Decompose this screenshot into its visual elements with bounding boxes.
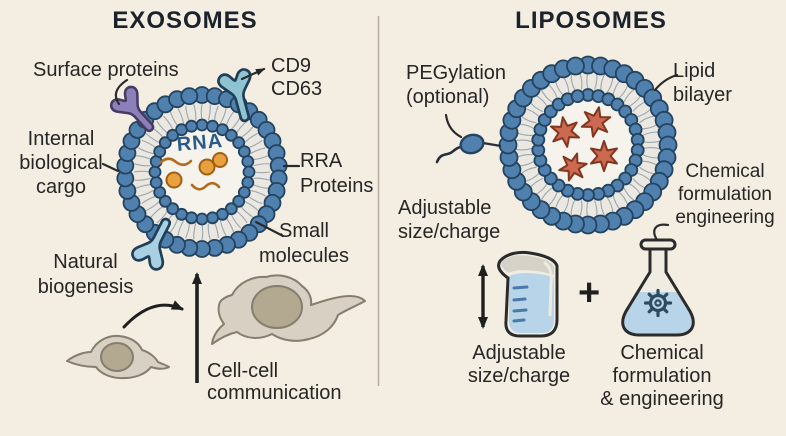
exosome-vesicle (107, 66, 288, 273)
liposome-outer-membrane (498, 55, 678, 235)
left-pointer-lines (101, 67, 301, 238)
pegylation-label: PEGylation (optional) (406, 62, 507, 108)
cd9-arrow (240, 67, 266, 81)
surface-proteins-label: Surface proteins (33, 59, 179, 81)
small-cell-icon (66, 334, 170, 380)
small-molecule-icon (165, 152, 228, 189)
surface-proteins-pointer (114, 78, 129, 106)
small-molecules-label: Small molecules (258, 220, 350, 267)
rna-label: RNA (175, 130, 224, 156)
cd9-line: CD9 (271, 55, 312, 77)
drug-cargo-stars-icon (550, 106, 618, 182)
cell-cell-communication-label: Cell-cell communication (207, 360, 342, 404)
cd63-line: CD63 (271, 78, 323, 100)
cd9-cd63-label: CD9 CD63 (271, 55, 322, 101)
chem-formulation-eng-bottom-label: Chemical formulation & engineering (600, 342, 724, 410)
curved-arrow-icon (122, 300, 184, 329)
large-cell-icon (211, 274, 366, 345)
chem-formulation-eng-top-label: Chemical formulation engineering (675, 161, 775, 228)
adjustable-size-charge-top-label: Adjustable size/charge (398, 197, 501, 243)
exosomes-title: EXOSOMES (112, 7, 258, 34)
right-pointer-lines (444, 73, 679, 242)
natural-biogenesis-label: Natural biogenesis (37, 251, 134, 298)
lipid-bilayer-label: Lipid bilayer (673, 60, 732, 106)
beaker-graduations (512, 285, 529, 323)
flask-pointer (653, 223, 670, 242)
liposomes-title: LIPOSOMES (515, 7, 667, 34)
rna-strand-icon (158, 157, 221, 191)
flask-icon (621, 238, 695, 337)
adjustable-size-charge-bottom-label: Adjustable size/charge (467, 342, 571, 387)
rra-proteins-label: RRA Proteins (300, 150, 374, 197)
small-molecules-pointer (254, 220, 285, 238)
exosome-lipid-tails (133, 103, 271, 241)
biogenesis-cells (66, 272, 366, 383)
peg-chain-icon (435, 133, 502, 164)
liposome-inner-membrane (531, 88, 645, 202)
plus-sign: + (578, 272, 601, 314)
exosome-outer-membrane (116, 86, 288, 258)
internal-cargo-pointer (101, 162, 120, 173)
lipid-bilayer-pointer (653, 73, 679, 92)
internal-cargo-label: Internal biological cargo (19, 128, 103, 198)
exosome-inner-membrane (148, 118, 256, 226)
gear-icon (643, 288, 673, 318)
pegylation-pointer (444, 113, 463, 139)
beaker-icon (497, 250, 559, 338)
liposome-vesicle (498, 55, 678, 235)
